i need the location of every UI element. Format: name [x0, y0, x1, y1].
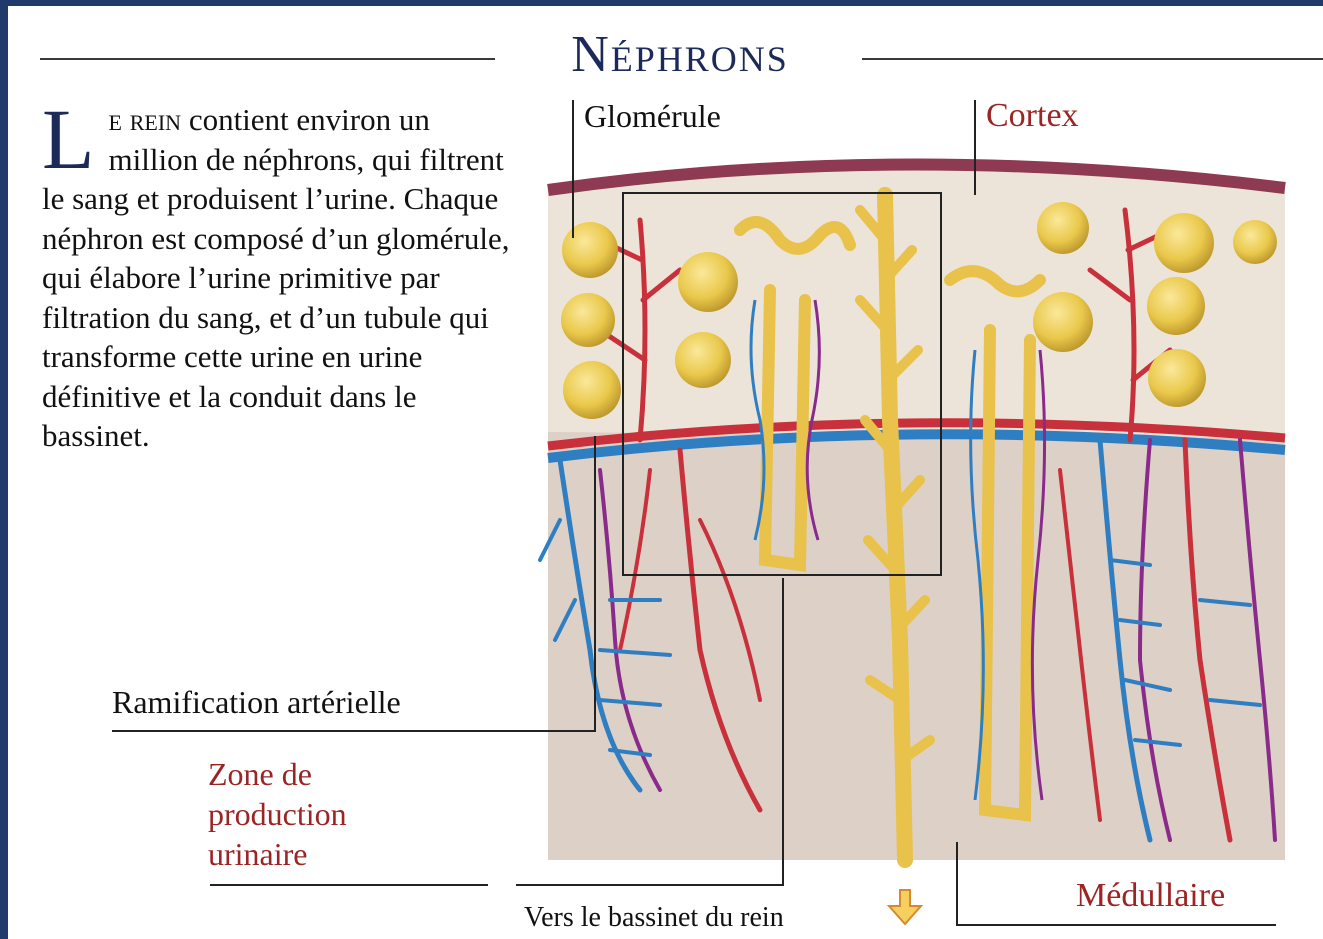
- label-zone-line1: Zone de: [208, 754, 312, 794]
- label-bassinet: Vers le bassinet du rein: [524, 898, 784, 938]
- label-zone-line3: urinaire: [208, 834, 308, 874]
- medullaire-leader-h: [956, 924, 1276, 926]
- medulla-tissue: [548, 430, 1285, 860]
- ramification-leader-v: [594, 436, 596, 732]
- glomerule-leader: [572, 100, 574, 238]
- ramification-leader-h: [112, 730, 596, 732]
- label-cortex: Cortex: [986, 96, 1079, 136]
- label-zone-line2: production: [208, 794, 347, 834]
- label-glomerule: Glomérule: [584, 96, 721, 136]
- down-arrow-icon: [889, 890, 921, 924]
- medullaire-leader-v: [956, 842, 958, 926]
- cortex-leader: [974, 100, 976, 195]
- zone-leader-right: [516, 884, 784, 886]
- label-medullaire: Médullaire: [1076, 876, 1225, 916]
- zone-leader-v: [782, 578, 784, 886]
- zone-leader-left: [210, 884, 488, 886]
- label-ramification: Ramification artérielle: [112, 682, 401, 722]
